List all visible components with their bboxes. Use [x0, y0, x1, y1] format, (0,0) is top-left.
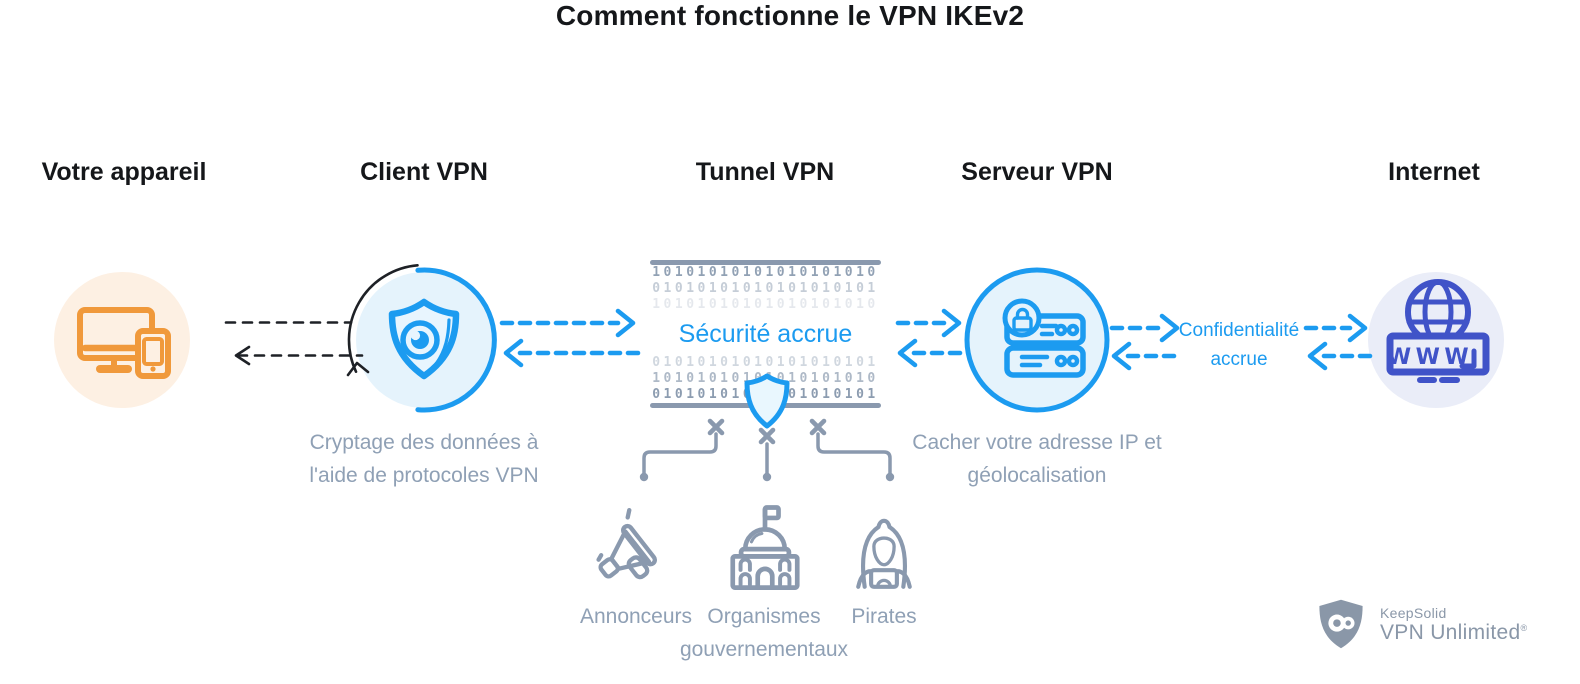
connector-end-dots [639, 472, 895, 482]
header-your-device: Votre appareil [41, 158, 207, 186]
page-title: Comment fonctionne le VPN IKEv2 [555, 0, 1025, 31]
shield-eye-icon [388, 298, 460, 380]
client-circle-arc [415, 267, 497, 413]
device-client-arrows [224, 264, 419, 377]
www-label: WWW [1387, 345, 1473, 370]
server-circle-border [964, 267, 1110, 413]
server-padlock-icon [1002, 298, 1086, 378]
blocked-threat-connectors [642, 432, 892, 475]
globe-www-icon: WWW [1386, 279, 1490, 383]
vpn-server-node [969, 272, 1105, 408]
threat-label-advertisers: Annonceurs [579, 605, 693, 628]
header-vpn-client: Client VPN [360, 158, 488, 186]
binary-row: 01010101010101010101 [652, 355, 879, 370]
encrypted-traffic-arrows [499, 308, 1373, 371]
binary-row: 10101010101010101010 [652, 297, 879, 312]
header-internet: Internet [1388, 158, 1480, 186]
threat-label-government: Organismes gouvernementaux [679, 605, 849, 661]
threat-label-hackers: Pirates [851, 605, 917, 628]
government-building-icon [713, 494, 817, 603]
tunnel-security-label: Sécurité accrue [678, 320, 853, 348]
megaphone-icon [588, 500, 684, 603]
registered-mark: ® [1520, 622, 1528, 633]
client-caption: Cryptage des données à l'aide de protoco… [309, 431, 539, 487]
hacker-icon [838, 502, 930, 603]
shield-icon [741, 372, 793, 430]
blocked-x-icons [707, 418, 827, 445]
binary-row: 10101010101010101010 [652, 265, 879, 280]
device-node [54, 272, 190, 408]
vpn-client-node [356, 272, 492, 408]
brand-company: KeepSolid [1380, 604, 1447, 621]
brand-logo: KeepSolid VPN Unlimited® [1314, 596, 1527, 652]
server-caption: Cacher votre adresse IP et géolocalisati… [912, 431, 1162, 487]
brand-product: VPN Unlimited® [1380, 620, 1528, 644]
monitor-smartphone-icon [77, 307, 171, 379]
header-vpn-tunnel: Tunnel VPN [695, 158, 835, 186]
tunnel-top-bar [650, 260, 881, 265]
internet-node: WWW [1368, 272, 1504, 408]
keepsolid-shield-logo [1319, 599, 1363, 649]
binary-row: 01010101010101010101 [652, 281, 879, 296]
header-vpn-server: Serveur VPN [961, 158, 1113, 186]
privacy-caption: Confidentialité accrue [1178, 320, 1300, 370]
